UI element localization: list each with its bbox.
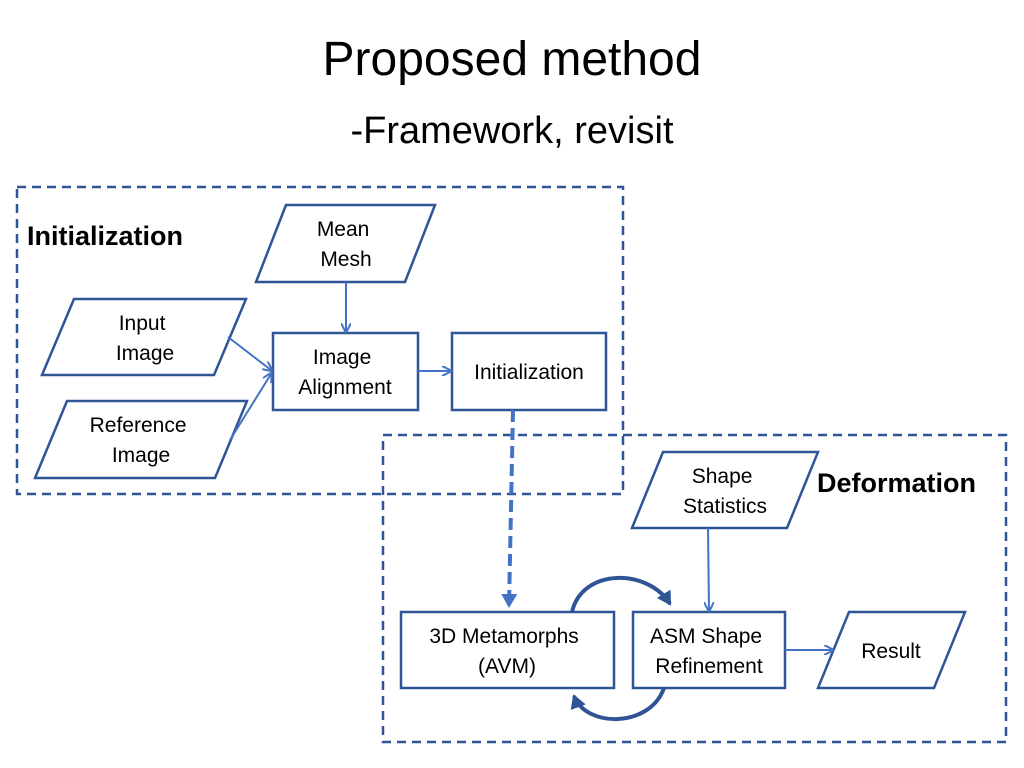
mean-mesh-node bbox=[254, 203, 437, 284]
input-image-node bbox=[40, 297, 248, 377]
input-image-label: Input Image bbox=[116, 312, 174, 365]
metamorphs-label: 3D Metamorphs (AVM) bbox=[429, 625, 584, 678]
slide-title: Proposed method bbox=[322, 33, 702, 86]
shape-statistics-node bbox=[630, 450, 820, 530]
mean-mesh-label: Mean Mesh bbox=[317, 218, 375, 271]
result-label: Result bbox=[861, 640, 921, 663]
asm-refinement-label: ASM Shape Refinement bbox=[650, 625, 768, 678]
initialization-node bbox=[450, 331, 608, 412]
deformation-group-label: Deformation bbox=[817, 468, 976, 498]
edge-input-to-alignment bbox=[227, 336, 271, 370]
loop-refinement-to-metamorphs bbox=[570, 687, 666, 721]
result-node bbox=[816, 610, 967, 690]
asm-refinement-node bbox=[631, 610, 787, 690]
initialization-group bbox=[15, 185, 625, 496]
loop-metamorphs-to-refinement bbox=[570, 575, 672, 613]
initialization-node-label: Initialization bbox=[474, 361, 584, 384]
reference-image-label: Reference Image bbox=[90, 414, 193, 467]
initialization-group-label: Initialization bbox=[27, 221, 183, 251]
metamorphs-node bbox=[399, 610, 616, 690]
image-alignment-node bbox=[271, 331, 420, 412]
image-alignment-label: Image Alignment bbox=[298, 346, 392, 399]
shape-statistics-label: Shape Statistics bbox=[683, 465, 767, 518]
edge-initialization-to-metamorphs bbox=[501, 409, 518, 608]
slide-subtitle: -Framework, revisit bbox=[350, 110, 674, 152]
edge-reference-to-alignment bbox=[229, 374, 271, 441]
reference-image-node bbox=[33, 399, 249, 480]
edge-statistics-to-refinement bbox=[708, 527, 709, 610]
